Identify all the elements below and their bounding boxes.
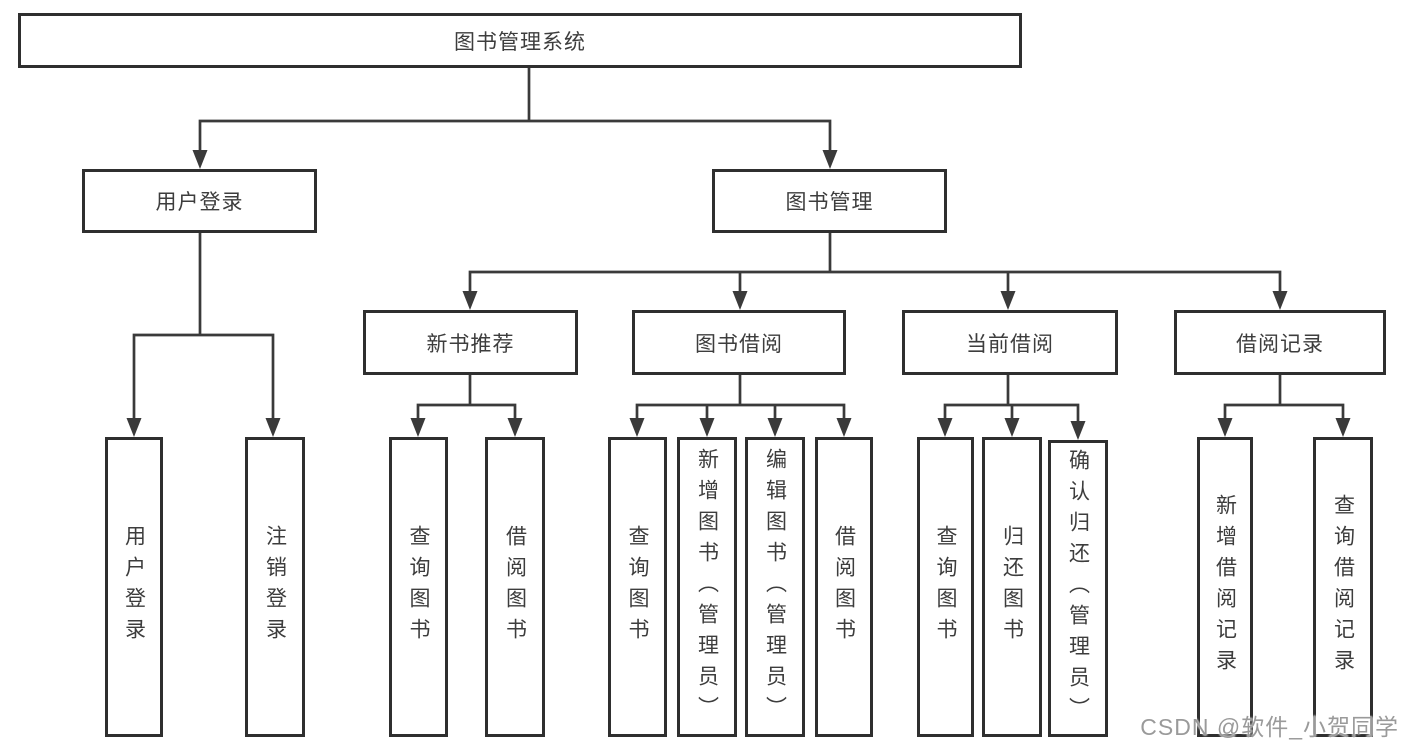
arrowhead bbox=[1335, 418, 1351, 437]
node-book-borrowing: 图书借阅 bbox=[632, 310, 846, 375]
leaf-newbook-query-books-label: 查询图书 bbox=[407, 525, 430, 649]
leaf-user-login-label: 用户登录 bbox=[122, 525, 146, 649]
connector-user-login-to-leaves bbox=[126, 233, 281, 437]
leaf-records-query-record: 查询借阅记录 bbox=[1313, 437, 1373, 737]
leaf-current-query-books-label: 查询图书 bbox=[934, 525, 957, 649]
leaf-borrowing-query-books-label: 查询图书 bbox=[626, 525, 649, 649]
node-borrowing-records-label: 借阅记录 bbox=[1236, 332, 1324, 356]
node-book-management-label: 图书管理 bbox=[785, 191, 874, 214]
leaf-borrowing-edit-books-admin-label: 编辑图书（管理员） bbox=[763, 447, 787, 727]
leaf-current-confirm-return-admin-label: 确认归还（管理员） bbox=[1066, 449, 1090, 728]
arrowhead bbox=[1000, 291, 1016, 310]
arrowhead bbox=[507, 418, 523, 437]
arrowhead bbox=[822, 150, 838, 169]
leaf-borrowing-query-books: 查询图书 bbox=[608, 437, 667, 737]
leaf-records-add-record: 新增借阅记录 bbox=[1197, 437, 1253, 737]
node-root-label: 图书管理系统 bbox=[454, 30, 586, 54]
arrowhead bbox=[732, 291, 748, 310]
connector-book-borrow-to-leaves bbox=[629, 375, 852, 437]
arrowhead bbox=[1217, 418, 1233, 437]
leaf-logout-label: 注销登录 bbox=[263, 525, 287, 649]
arrowhead bbox=[836, 418, 852, 437]
arrowhead bbox=[1272, 291, 1288, 310]
arrowhead bbox=[462, 291, 478, 310]
leaf-records-query-record-label: 查询借阅记录 bbox=[1331, 494, 1355, 680]
leaf-borrowing-edit-books-admin: 编辑图书（管理员） bbox=[745, 437, 805, 737]
leaf-borrowing-add-books-admin: 新增图书（管理员） bbox=[677, 437, 737, 737]
arrowhead bbox=[937, 418, 953, 437]
arrowhead bbox=[767, 418, 783, 437]
arrowhead bbox=[629, 418, 645, 437]
connector-new-book-to-leaves bbox=[410, 375, 523, 437]
arrowhead bbox=[126, 418, 142, 437]
leaf-current-confirm-return-admin: 确认归还（管理员） bbox=[1048, 440, 1108, 737]
connector-line bbox=[132, 333, 275, 420]
connector-root-to-level2 bbox=[192, 68, 838, 169]
leaf-newbook-borrow-books-label: 借阅图书 bbox=[503, 525, 527, 649]
leaf-user-login: 用户登录 bbox=[105, 437, 163, 737]
node-book-borrowing-label: 图书借阅 bbox=[695, 332, 783, 356]
node-current-borrowing-label: 当前借阅 bbox=[966, 332, 1054, 356]
node-current-borrowing: 当前借阅 bbox=[902, 310, 1118, 375]
leaf-borrowing-add-books-admin-label: 新增图书（管理员） bbox=[695, 447, 719, 727]
arrowhead bbox=[699, 418, 715, 437]
arrowhead bbox=[192, 150, 208, 169]
node-user-login: 用户登录 bbox=[82, 169, 317, 233]
leaf-newbook-query-books: 查询图书 bbox=[389, 437, 448, 737]
arrowhead bbox=[410, 418, 426, 437]
leaf-logout: 注销登录 bbox=[245, 437, 305, 737]
leaf-current-query-books: 查询图书 bbox=[917, 437, 974, 737]
node-new-book-recommend-label: 新书推荐 bbox=[426, 332, 515, 356]
leaf-borrowing-borrow-books-label: 借阅图书 bbox=[832, 525, 856, 649]
connector-current-borrow-to-leaves bbox=[937, 375, 1086, 440]
arrowhead bbox=[265, 418, 281, 437]
connector-line bbox=[1223, 403, 1345, 420]
csdn-watermark: CSDN @软件_小贺同学 bbox=[1140, 714, 1399, 740]
leaf-records-add-record-label: 新增借阅记录 bbox=[1213, 494, 1237, 680]
node-user-login-label: 用户登录 bbox=[155, 191, 244, 214]
node-borrowing-records: 借阅记录 bbox=[1174, 310, 1386, 375]
connector-line bbox=[468, 270, 1282, 293]
node-book-management: 图书管理 bbox=[712, 169, 947, 233]
node-root: 图书管理系统 bbox=[18, 13, 1022, 68]
connector-borrow-record-to-leaves bbox=[1217, 375, 1351, 437]
connector-book-mgmt-to-level3 bbox=[462, 233, 1288, 310]
arrowhead bbox=[1004, 418, 1020, 437]
connector-line bbox=[635, 403, 846, 420]
arrowhead bbox=[1070, 421, 1086, 440]
leaf-newbook-borrow-books: 借阅图书 bbox=[485, 437, 545, 737]
leaf-borrowing-borrow-books: 借阅图书 bbox=[815, 437, 873, 737]
leaf-current-return-books-label: 归还图书 bbox=[1000, 525, 1024, 649]
connector-line bbox=[416, 403, 517, 420]
leaf-current-return-books: 归还图书 bbox=[982, 437, 1042, 737]
connector-line bbox=[198, 119, 832, 153]
node-new-book-recommend: 新书推荐 bbox=[363, 310, 578, 375]
